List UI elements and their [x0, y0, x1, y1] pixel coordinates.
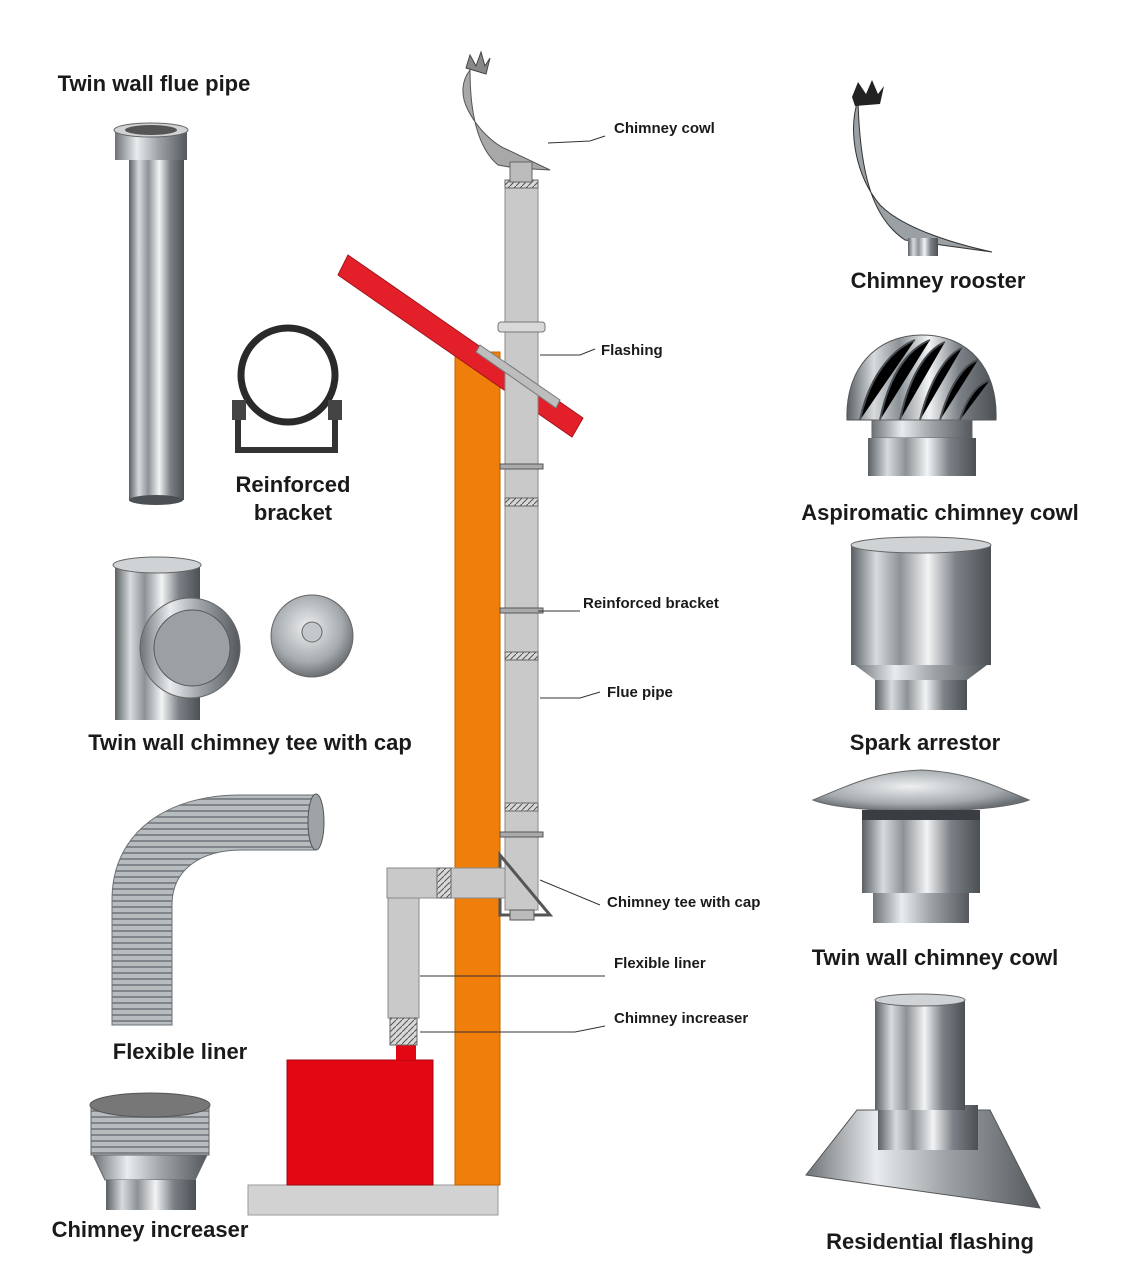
wall — [454, 351, 501, 1186]
label-twin-wall-tee: Twin wall chimney tee with cap — [88, 730, 412, 755]
stove-collar — [396, 1045, 416, 1060]
floor-slab — [247, 1184, 499, 1216]
callout-reinforced-bracket: Reinforced bracket — [583, 595, 719, 612]
label-twin-wall-cowl: Twin wall chimney cowl — [811, 945, 1059, 970]
tee-cap — [509, 909, 535, 921]
pipe-band — [499, 463, 544, 470]
label-aspiromatic-cowl: Aspiromatic chimney cowl — [801, 500, 1079, 525]
pipe-band — [499, 831, 544, 838]
pipe-band — [504, 497, 539, 507]
flexible-liner-image — [111, 793, 325, 1026]
increaser-image — [89, 1092, 211, 1210]
pipe-band — [499, 607, 544, 614]
pipe-band — [504, 651, 539, 661]
aspiromatic-image — [846, 334, 997, 476]
callout-flue-pipe: Flue pipe — [607, 684, 673, 701]
flashing-collar — [497, 321, 546, 333]
flashing-skirt — [475, 344, 561, 409]
callout-chimney-tee: Chimney tee with cap — [607, 894, 761, 911]
label-reinforced-bracket-1: Reinforced — [235, 472, 351, 497]
label-chimney-increaser: Chimney increaser — [51, 1217, 249, 1242]
label-chimney-rooster: Chimney rooster — [850, 268, 1026, 293]
increaser-band — [389, 1017, 418, 1046]
label-twin-wall-flue-pipe: Twin wall flue pipe — [57, 71, 251, 96]
callout-flexible-liner: Flexible liner — [614, 955, 706, 972]
label-reinforced-bracket-2: bracket — [253, 500, 333, 525]
rooster-diagram — [462, 50, 551, 183]
callout-chimney-cowl: Chimney cowl — [614, 120, 715, 137]
label-residential-flashing: Residential flashing — [826, 1229, 1034, 1254]
reinforced-bracket-image — [232, 324, 342, 453]
callout-chimney-increaser: Chimney increaser — [614, 1010, 749, 1027]
callout-flashing: Flashing — [601, 342, 663, 359]
tee-image — [112, 556, 354, 720]
connector-band — [436, 867, 452, 899]
leader-lines — [420, 135, 606, 1033]
label-spark-arrestor: Spark arrestor — [849, 730, 1001, 755]
rooster-image — [852, 80, 993, 256]
label-flexible-liner: Flexible liner — [112, 1039, 248, 1064]
spark-arrestor-image — [850, 536, 992, 710]
pipe-band — [504, 802, 539, 812]
flue-pipe — [504, 181, 539, 911]
flexible-liner-pipe — [387, 897, 420, 1019]
flue-pipe-image — [113, 122, 189, 505]
residential-flashing-image — [805, 993, 1041, 1209]
stove — [286, 1059, 434, 1186]
twin-wall-cowl-image — [811, 769, 1031, 923]
